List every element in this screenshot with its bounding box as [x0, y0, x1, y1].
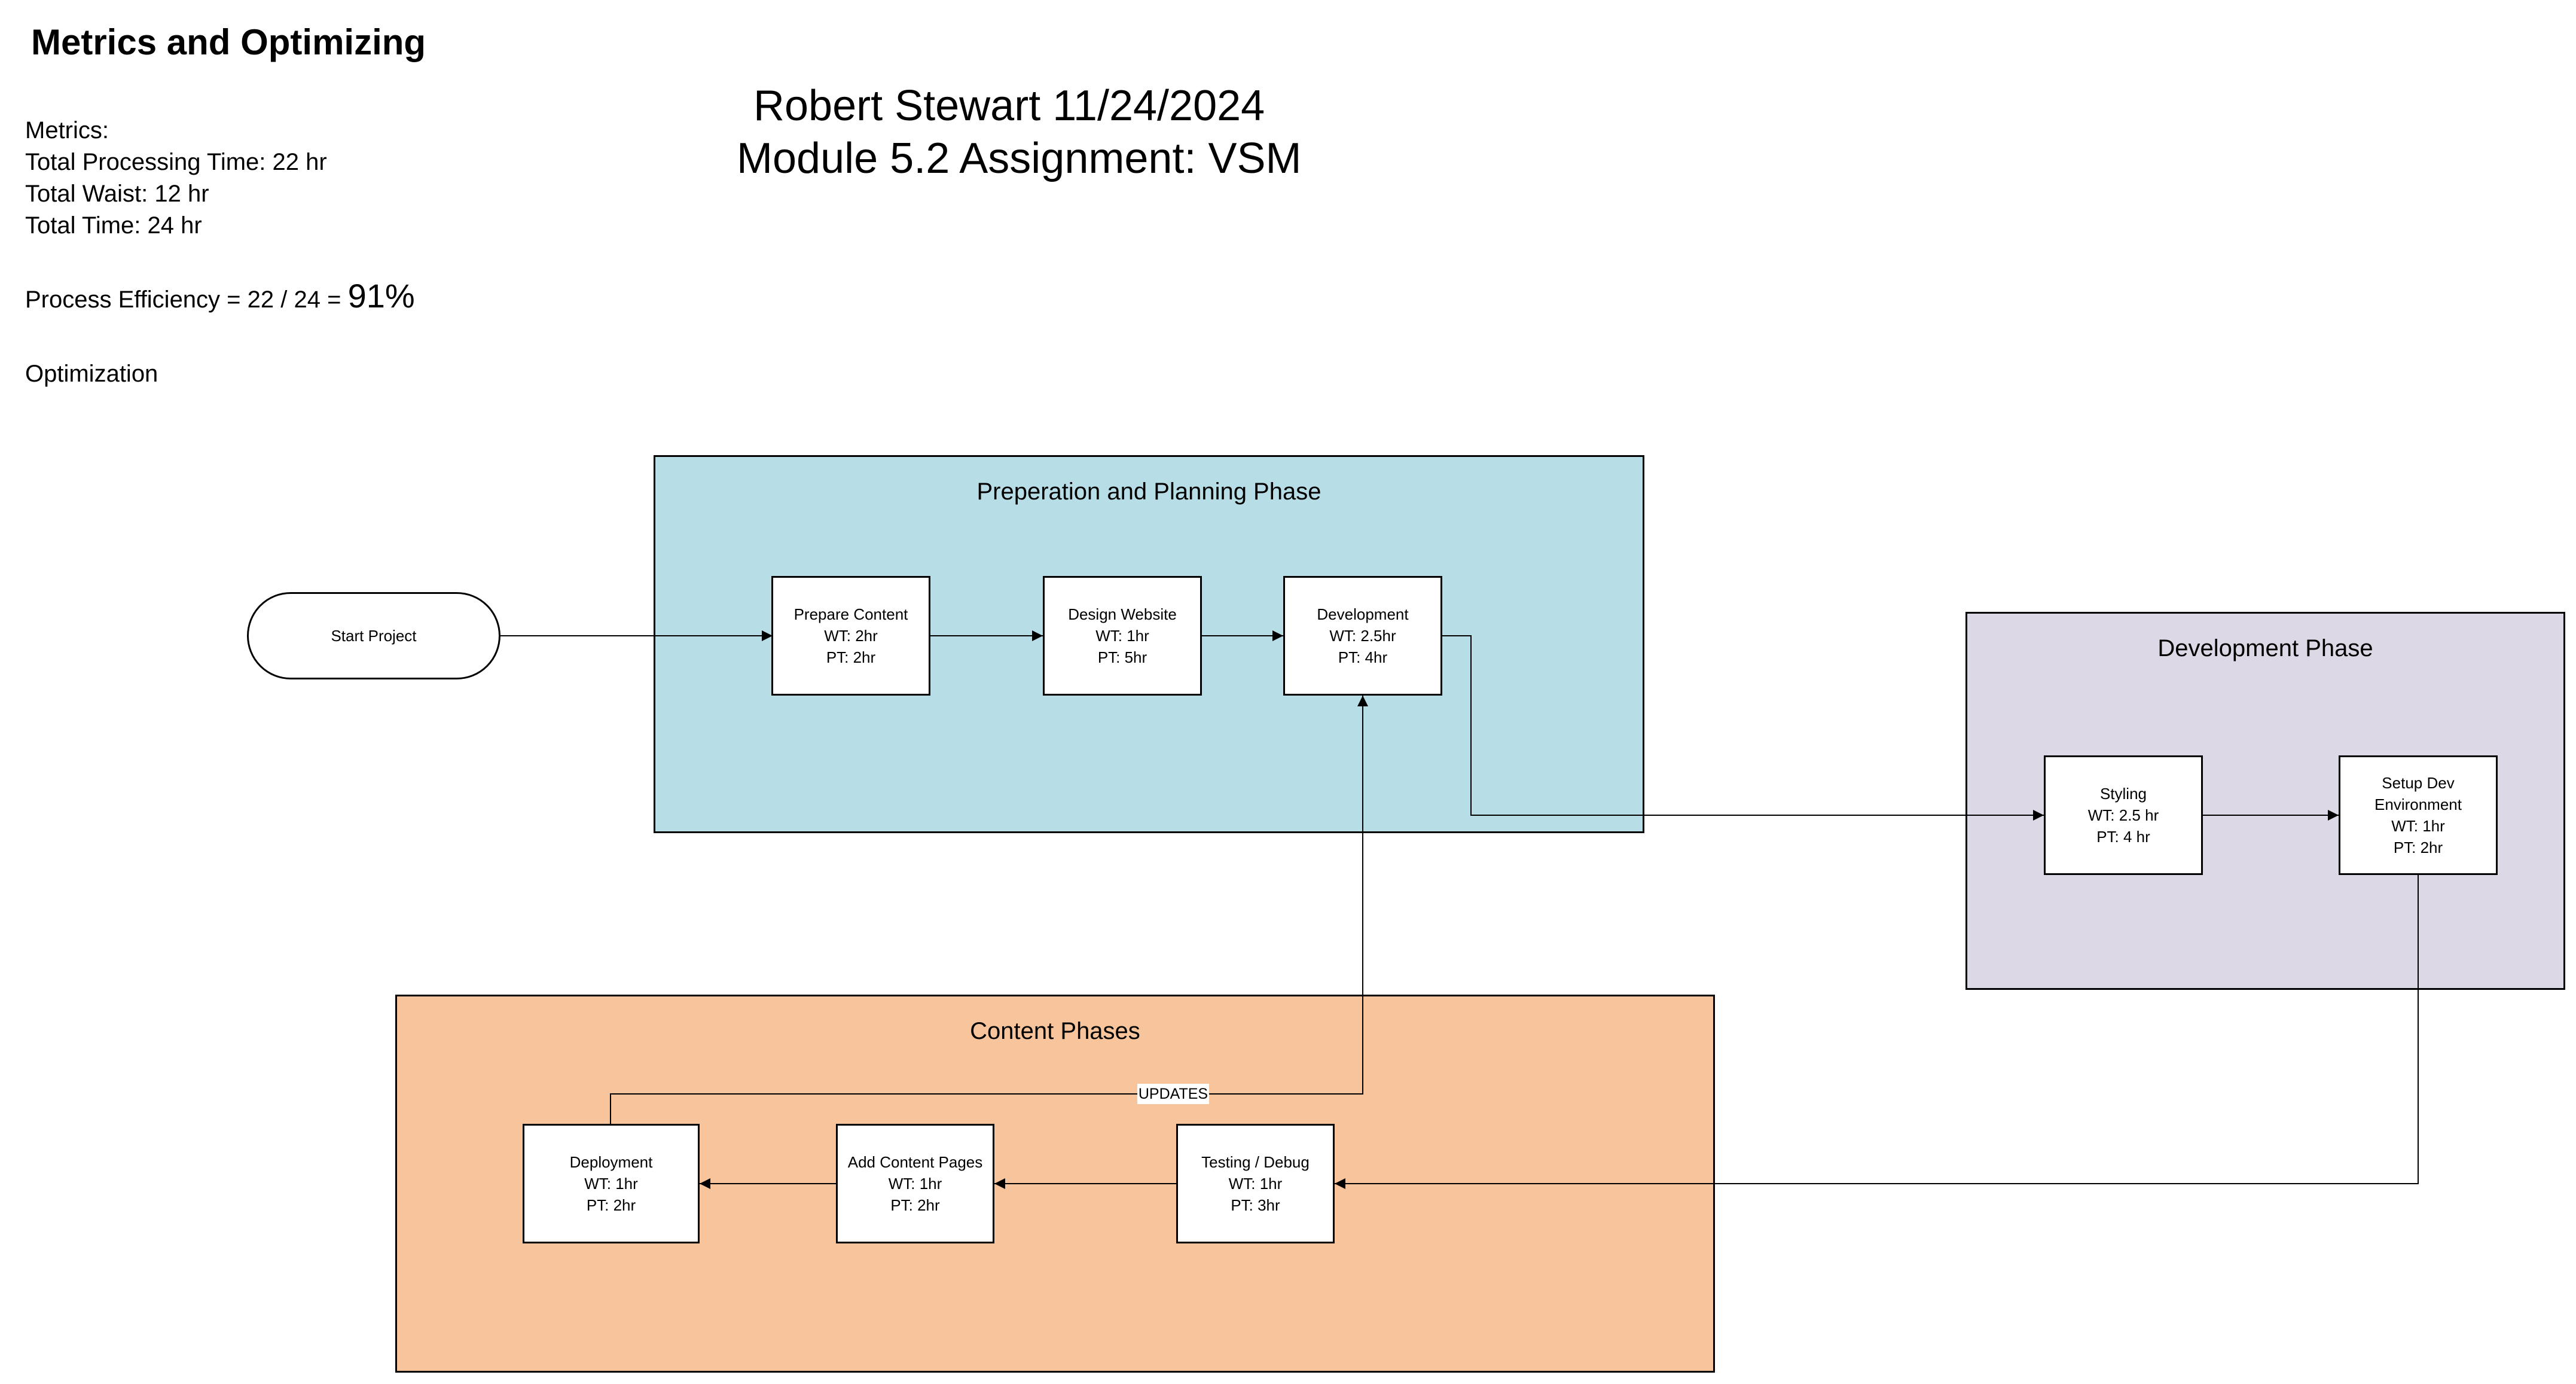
step-name-line-2: Environment	[2374, 795, 2462, 813]
author-date: Robert Stewart 11/24/2024	[753, 82, 1265, 130]
metrics-heading: Metrics:	[25, 117, 109, 144]
step-testing-debug: Testing / Debug WT: 1hr PT: 3hr	[1176, 1124, 1335, 1243]
step-wait-time: WT: 1hr	[2391, 817, 2445, 835]
step-name: Add Content Pages	[847, 1153, 983, 1171]
step-wait-time: WT: 1hr	[1228, 1175, 1283, 1193]
step-wait-time: WT: 2.5 hr	[2087, 806, 2159, 824]
step-process-time: PT: 2hr	[826, 648, 876, 666]
process-efficiency: Process Efficiency = 22 / 24 = 91%	[25, 276, 415, 315]
step-design-website: Design Website WT: 1hr PT: 5hr	[1043, 576, 1202, 696]
metric-total-waist: Total Waist: 12 hr	[25, 181, 209, 207]
content-phase-label: Content Phases	[970, 1018, 1140, 1044]
step-process-time: PT: 4 hr	[2096, 828, 2150, 846]
step-styling: Styling WT: 2.5 hr PT: 4 hr	[2044, 755, 2203, 875]
planning-phase-label: Preperation and Planning Phase	[976, 478, 1321, 505]
assignment-title: Module 5.2 Assignment: VSM	[737, 135, 1302, 182]
step-name: Prepare Content	[793, 605, 908, 623]
efficiency-value: 91%	[347, 277, 415, 315]
page-title: Metrics and Optimizing	[31, 22, 426, 62]
metric-processing-time: Total Processing Time: 22 hr	[25, 149, 327, 175]
start-project-terminal: Start Project	[247, 592, 500, 679]
step-add-content-pages: Add Content Pages WT: 1hr PT: 2hr	[836, 1124, 994, 1243]
step-process-time: PT: 2hr	[586, 1196, 636, 1214]
step-process-time: PT: 4hr	[1338, 648, 1388, 666]
step-name: Setup Dev	[2382, 774, 2455, 792]
step-wait-time: WT: 2.5hr	[1329, 627, 1396, 645]
step-name: Deployment	[569, 1153, 653, 1171]
optimization-label: Optimization	[25, 361, 158, 387]
step-process-time: PT: 2hr	[890, 1196, 940, 1214]
start-project-label: Start Project	[331, 626, 417, 645]
step-setup-dev-environment: Setup Dev Environment WT: 1hr PT: 2hr	[2339, 755, 2498, 875]
step-name: Testing / Debug	[1201, 1153, 1310, 1171]
step-name: Development	[1317, 605, 1409, 623]
step-name: Design Website	[1068, 605, 1177, 623]
step-wait-time: WT: 2hr	[824, 627, 878, 645]
step-deployment: Deployment WT: 1hr PT: 2hr	[523, 1124, 700, 1243]
step-development: Development WT: 2.5hr PT: 4hr	[1283, 576, 1442, 696]
step-wait-time: WT: 1hr	[584, 1175, 638, 1193]
updates-label: UPDATES	[1137, 1084, 1209, 1104]
step-wait-time: WT: 1hr	[888, 1175, 942, 1193]
efficiency-label: Process Efficiency = 22 / 24 =	[25, 286, 348, 313]
step-wait-time: WT: 1hr	[1095, 627, 1149, 645]
step-process-time: PT: 5hr	[1097, 648, 1147, 666]
metric-total-time: Total Time: 24 hr	[25, 212, 202, 239]
step-process-time: PT: 3hr	[1231, 1196, 1280, 1214]
step-process-time: PT: 2hr	[2393, 839, 2443, 856]
step-name: Styling	[2099, 785, 2147, 803]
step-prepare-content: Prepare Content WT: 2hr PT: 2hr	[771, 576, 930, 696]
development-phase-label: Development Phase	[2157, 635, 2373, 661]
